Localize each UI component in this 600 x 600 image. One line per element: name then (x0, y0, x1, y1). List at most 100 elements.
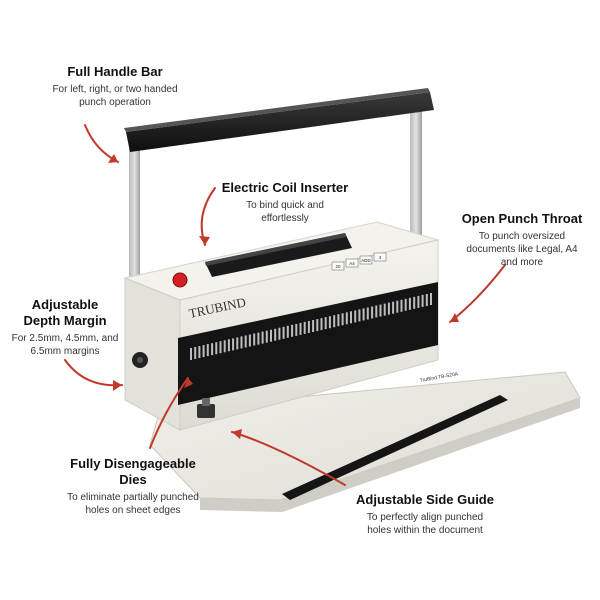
size-buttons: 20 A4 ADD 4 (331, 252, 387, 271)
coil-tooth (265, 330, 268, 343)
callout-desc: For left, right, or two handed punch ope… (52, 84, 178, 108)
handle-post-right (410, 105, 422, 253)
size-button-label: A4 (349, 261, 355, 266)
coil-tooth (215, 342, 218, 355)
coil-tooth (383, 303, 386, 316)
coil-tooth (261, 331, 264, 344)
callout-title: Adjustable Side Guide (356, 492, 494, 507)
coil-tooth (354, 310, 357, 323)
callout-title: Open Punch Throat (461, 211, 583, 226)
callout-desc: To punch oversized documents like Legal,… (466, 231, 578, 268)
size-button-label: 4 (379, 255, 382, 260)
coil-tooth (253, 333, 256, 346)
front-strip (282, 395, 508, 500)
coil-tooth (375, 305, 378, 318)
coil-tooth (236, 337, 239, 350)
coil-tooth (299, 322, 302, 335)
callout-title: Electric Coil Inserter (221, 180, 349, 195)
callout-title: Full Handle Bar (67, 64, 163, 79)
coil-tooth (270, 329, 272, 342)
coil-tooth (278, 327, 281, 340)
coil-roller (205, 233, 352, 277)
coil-tooth (362, 308, 365, 321)
coil-tooth (190, 348, 192, 360)
coil-tooth (240, 336, 243, 349)
coil-tooth (408, 297, 411, 310)
coil-tooth (379, 304, 382, 317)
coil-tooth (312, 320, 315, 332)
coil-tooth (417, 295, 420, 308)
size-button[interactable]: 4 (373, 252, 387, 262)
side-guide (197, 404, 215, 418)
coil-tooth (282, 326, 285, 339)
arrow-heads (108, 154, 459, 439)
coil-tooth (307, 321, 310, 333)
handle-bar-top (124, 88, 430, 132)
callout-handle: Full Handle Bar For left, right, or two … (40, 64, 190, 109)
callout-dies: Fully Disengageable Dies To eliminate pa… (58, 456, 208, 517)
coil-tooth (286, 325, 289, 338)
coil-tooth (392, 301, 395, 314)
callout-desc: To bind quick and effortlessly (246, 200, 324, 224)
callout-title: Adjustable Depth Margin (23, 297, 107, 328)
coil-tooth (248, 334, 251, 347)
size-button[interactable]: ADD (359, 255, 373, 265)
arrow-throat (449, 264, 506, 323)
size-button[interactable]: A4 (345, 258, 359, 268)
coil-tooth (232, 338, 235, 351)
coil-tooth (316, 319, 319, 332)
coil-tooth (413, 296, 416, 309)
coil-roller-highlight (205, 233, 346, 266)
coil-tooth (371, 306, 374, 319)
coil-tooth (320, 318, 323, 331)
callout-desc: To perfectly align punched holes within … (366, 512, 484, 536)
size-button-label: ADD (361, 258, 371, 263)
base-tray-edge (200, 398, 580, 512)
coil-tooth (223, 340, 226, 353)
coil-tooth (206, 344, 209, 357)
coil-tooth (227, 339, 230, 352)
coil-tooth (211, 343, 214, 356)
body-side (124, 277, 181, 431)
coil-tooth (400, 299, 403, 312)
coil-tooth (324, 317, 327, 330)
callout-coil: Electric Coil Inserter To bind quick and… (210, 180, 360, 225)
coil-tooth (358, 309, 361, 322)
arrow-dies (149, 377, 189, 449)
coil-tooth (430, 293, 432, 305)
coil-tooth (350, 311, 352, 324)
coil-tooth (396, 300, 399, 313)
coil-tooth (387, 302, 390, 315)
coil-tooth (333, 315, 336, 328)
coil-tooth (341, 313, 344, 326)
coil-tooth (303, 321, 306, 334)
coil-tooth (194, 347, 197, 359)
coil-tooth (257, 332, 260, 345)
handle-bar (126, 92, 434, 152)
callout-throat: Open Punch Throat To punch oversized doc… (448, 211, 596, 269)
coil-tooth (291, 324, 294, 337)
coil-tooth (404, 298, 407, 311)
callout-title: Fully Disengageable Dies (70, 456, 196, 487)
coil-tooth (328, 316, 331, 329)
coil-tooth (244, 335, 247, 348)
callout-guide: Adjustable Side Guide To perfectly align… (340, 492, 510, 537)
callout-desc: For 2.5mm, 4.5mm, and 6.5mm margins (11, 333, 119, 357)
coil-tooth (425, 294, 428, 306)
arrow-guide (231, 431, 346, 486)
coil-tooth (198, 346, 201, 359)
coil-tooth (366, 307, 369, 320)
coil-tooth (274, 328, 277, 341)
coil-tooth (295, 323, 298, 336)
coil-tooth (345, 312, 348, 325)
coil-teeth (190, 293, 432, 360)
handle-post-left (129, 146, 140, 292)
coil-tooth (202, 345, 205, 358)
size-button[interactable]: 20 (331, 261, 345, 271)
callout-desc: To eliminate partially punched holes on … (67, 492, 199, 516)
red-power-button (172, 272, 188, 288)
callout-depth: Adjustable Depth Margin For 2.5mm, 4.5mm… (6, 297, 124, 358)
coil-tooth (337, 314, 340, 327)
